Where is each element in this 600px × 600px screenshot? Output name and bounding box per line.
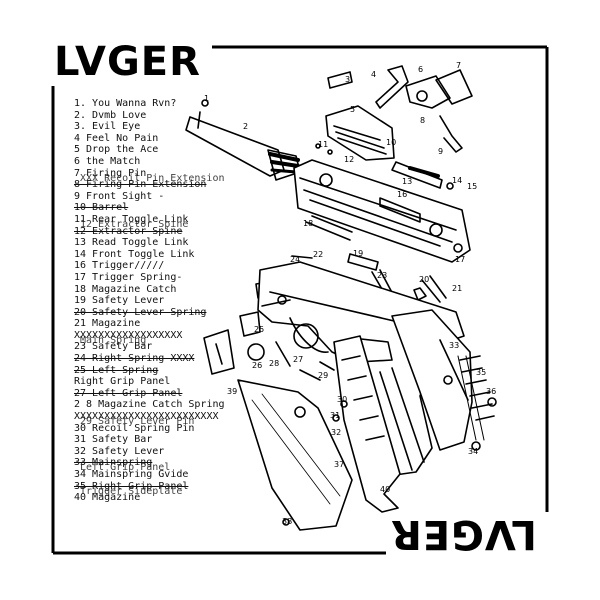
lower-small-parts [247,341,348,422]
callout-2: 2 [243,122,248,131]
part-27: 27 Left Grip Panel [74,387,183,399]
part-34: 34 Mainspring Gvide [74,469,189,480]
band-logo-top: LVGER [54,39,201,85]
callout-17: 17 [455,255,465,264]
callout-35: 35 [476,368,486,377]
part-12: 12 Extractor Spine [74,225,183,237]
part-9: 9 Front Sight - [74,190,165,202]
callout-21: 21 [452,284,462,293]
part-18: 18 Magazine Catch [74,283,177,295]
callout-37: 37 [334,460,344,469]
left-grip-panel [237,379,353,531]
part-30: 30 Recoil Spring Pin [74,422,195,434]
callout-34: 34 [468,447,478,456]
part-14: 14 Front Toggle Link [74,248,195,260]
part-40: 40 Magazine [74,492,141,504]
track-2: 2. Dvmb Love [74,109,147,121]
receiver-part [293,159,471,263]
callout-10: 10 [386,138,396,147]
toggle-parts [315,65,473,190]
callout-40: 40 [380,485,390,494]
callout-4: 4 [371,70,376,79]
part-32: 32 Safety Lever [74,445,165,457]
callout-31: 31 [330,411,340,420]
callout-13: 13 [402,177,412,186]
callout-15: 15 [467,182,477,191]
part-24: 24 Right Spring XXXX [74,353,195,365]
callout-5: 5 [350,105,355,114]
callout-30: 30 [337,395,347,404]
callout-27: 27 [293,355,303,364]
callout-6: 6 [418,65,423,74]
callout-20: 20 [419,275,429,284]
part-13: 13 Read Toggle Link [74,237,189,249]
part-20: 20 Safety Lever Spring [74,306,207,318]
callout-22: 22 [313,250,323,259]
track-5: 5 Drop the Ace [74,144,159,156]
track-4: 4 Feel No Pain [74,132,159,144]
part-21: 21 Magazine [74,318,141,330]
callout-24: 24 [290,255,300,264]
tracklist: 1. You Wanna Rvn? 2. Dvmb Love 3. Evil E… [74,98,264,504]
callout-36: 36 [486,387,496,396]
callout-14: 14 [452,176,462,185]
band-logo-bottom: LVGER [390,511,537,557]
callout-labels: 1 2 3 4 5 6 7 8 9 10 11 12 13 14 15 16 1… [204,61,496,526]
track-3: 3. Evil Eye [74,121,141,133]
callout-19: 19 [353,249,363,258]
track-1: 1. You Wanna Rvn? [74,98,177,109]
part-17: 17 Trigger Spring- [74,271,183,283]
callout-7: 7 [456,61,461,70]
callout-3: 3 [345,75,350,84]
callout-1: 1 [204,94,209,103]
part-31: 31 Safety Bar [74,434,153,446]
right-grip-panel [391,309,497,451]
callout-9: 9 [438,147,443,156]
callout-25: 25 [254,325,264,334]
callout-18: 18 [303,219,313,228]
part-28: 2 8 Magazine Catch Spring [74,399,225,411]
part-25: 25 Left Spring [74,364,159,376]
magazine-part [333,335,401,513]
part-23: 23 Safety Bar [74,341,153,353]
callout-28: 28 [269,359,279,368]
callout-12: 12 [344,155,354,164]
part-26: Right Grip Panel [74,376,171,388]
callout-26: 26 [252,361,262,370]
track-6: 6 the Match [74,155,141,167]
callout-39: 39 [227,387,237,396]
barrel-part [185,99,301,181]
callout-16: 16 [397,190,407,199]
part-16: 16 Trigger///// [74,260,165,272]
callout-23: 23 [377,271,387,280]
trigger-sideplate [203,329,235,375]
pistol-parts [185,65,497,531]
callout-11: 11 [318,140,328,149]
part-19: 19 Safety Lever [74,295,165,307]
part-8: 8 Firing Pin Extension [74,179,207,191]
callout-29: 29 [318,371,328,380]
border-frame [51,45,549,555]
callout-33: 33 [449,341,459,350]
callout-8: 8 [420,116,425,125]
part-10: 10 Barrel [74,202,129,214]
callout-38: 38 [282,517,292,526]
callout-32: 32 [331,428,341,437]
